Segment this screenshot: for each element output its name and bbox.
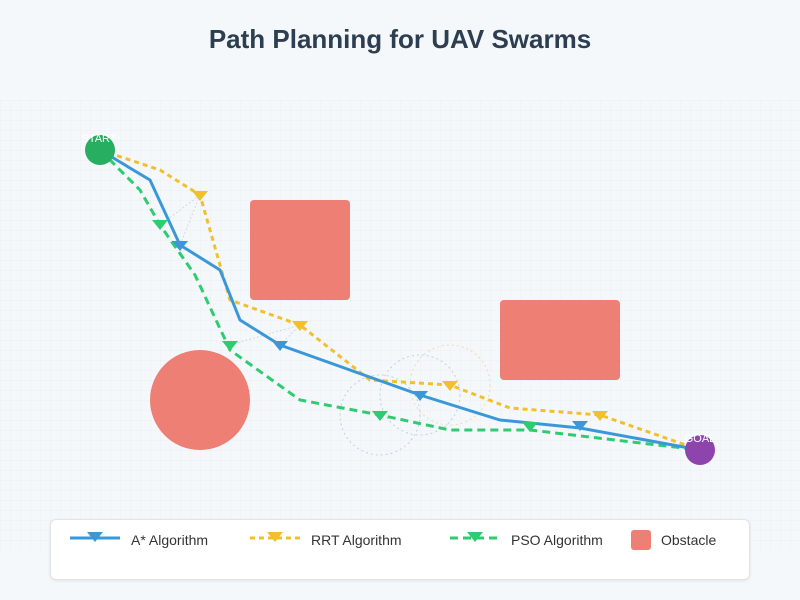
rrt-waypoint — [292, 321, 308, 331]
pso-waypoint — [372, 411, 388, 421]
obstacle-square — [250, 200, 350, 300]
rrt-waypoint — [592, 411, 608, 421]
legend-label-rrt: RRT Algorithm — [311, 532, 402, 548]
sensing-range-circle — [409, 344, 491, 426]
start-label: START — [81, 133, 116, 145]
a-star-waypoint — [572, 421, 588, 431]
pso-waypoint — [152, 220, 168, 230]
rrt-waypoints — [192, 191, 608, 421]
legend-label-pso: PSO Algorithm — [511, 532, 603, 548]
a-star-waypoint — [272, 341, 288, 351]
legend: A* Algorithm RRT Algorithm PSO Algorithm… — [50, 519, 750, 580]
goal-label: GOAL — [685, 433, 716, 445]
legend-label-a-star: A* Algorithm — [131, 532, 209, 548]
rrt-waypoint — [442, 381, 458, 391]
pso-waypoints — [152, 220, 538, 432]
obstacle-rectangle — [500, 300, 620, 380]
goal-node — [685, 435, 715, 465]
pso-waypoint — [522, 422, 538, 432]
a-star-waypoint — [412, 391, 428, 401]
rrt-waypoint — [192, 191, 208, 201]
legend-swatch-a-star — [70, 532, 120, 542]
legend-swatch-pso — [450, 532, 500, 542]
pso-waypoint — [222, 341, 238, 351]
page-title: Path Planning for UAV Swarms — [208, 24, 592, 54]
a-star-waypoint — [172, 241, 188, 251]
a-star-waypoints — [172, 241, 588, 431]
sensing-range-circle — [379, 354, 461, 436]
grid-background — [0, 100, 800, 550]
legend-label-obstacle: Obstacle — [661, 532, 717, 548]
legend-swatch-obstacle — [631, 530, 651, 550]
sensing-range-circle — [339, 374, 421, 456]
obstacle-circle — [150, 350, 250, 450]
start-node — [85, 135, 115, 165]
legend-swatch-rrt — [250, 532, 300, 542]
